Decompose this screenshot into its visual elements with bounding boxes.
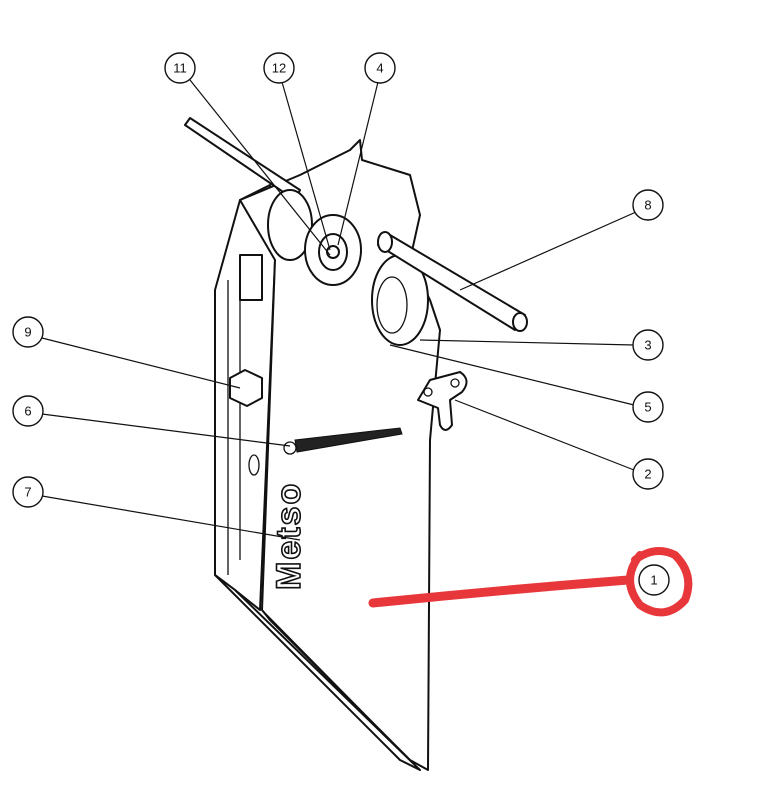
red-annotation [368,547,693,617]
balloon-9: 9 [12,316,44,348]
svg-text:11: 11 [173,61,187,76]
svg-text:9: 9 [24,325,31,340]
svg-text:1: 1 [650,573,657,588]
svg-text:6: 6 [24,404,31,419]
svg-text:2: 2 [644,467,651,482]
leader-lines [41,79,637,541]
balloon-12: 12 [263,52,295,84]
balloon-3: 3 [632,329,664,361]
svg-text:7: 7 [24,485,31,500]
svg-text:5: 5 [644,400,651,415]
blade-body: Metso [184,117,528,771]
svg-text:12: 12 [272,61,286,76]
svg-text:3: 3 [644,338,651,353]
balloon-5: 5 [632,391,664,423]
balloon-2: 2 [632,458,664,490]
balloon-1: 1 [638,564,670,596]
balloon-4: 4 [364,52,396,84]
svg-text:4: 4 [376,61,383,76]
svg-text:8: 8 [644,198,651,213]
balloon-7: 7 [12,476,44,508]
balloon-6: 6 [12,395,44,427]
balloon-11: 11 [164,52,196,84]
balloon-8: 8 [632,189,664,221]
